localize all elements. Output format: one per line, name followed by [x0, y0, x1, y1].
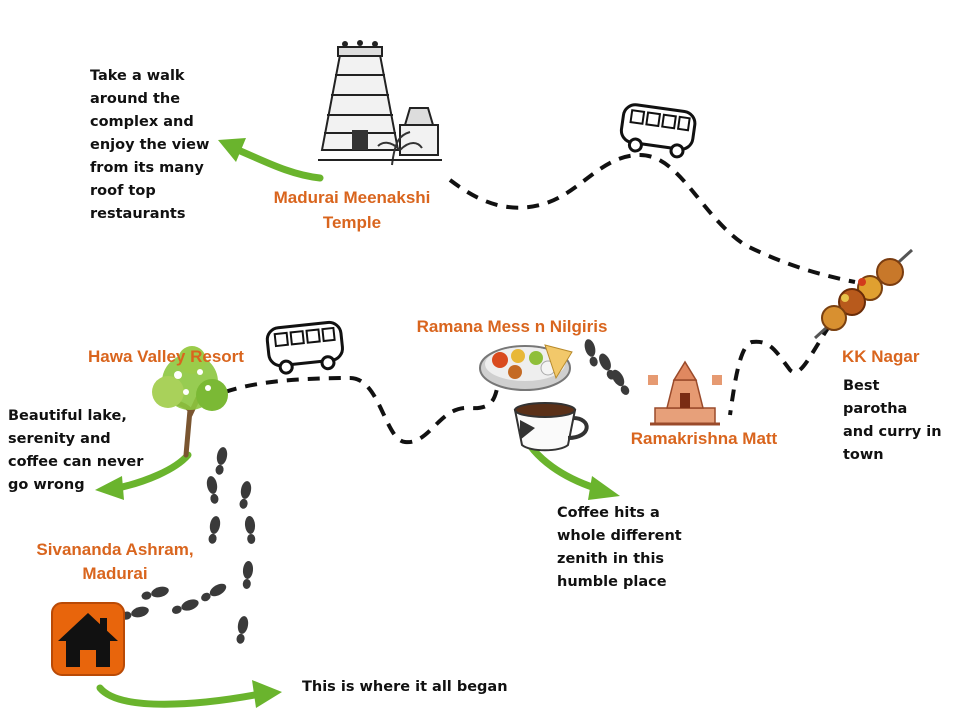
place-sivananda-2: Madurai: [82, 564, 147, 583]
place-temple-2: Temple: [323, 213, 381, 232]
note-line: serenity and: [8, 431, 111, 447]
notes: Take a walk around the complex and enjoy…: [8, 68, 942, 695]
arrow-hawa-note: [95, 451, 192, 500]
place-labels: Madurai Meenakshi Temple Hawa Valley Res…: [36, 188, 919, 583]
note-coffee: Coffee hits a whole different zenith in …: [557, 505, 682, 590]
thali-icon: [479, 344, 573, 391]
note-line: coffee can never: [8, 454, 144, 470]
place-hawa: Hawa Valley Resort: [88, 347, 244, 366]
place-kk: KK Nagar: [842, 347, 920, 366]
note-line: go wrong: [8, 477, 85, 493]
note-kk: Best parotha and curry in town: [843, 378, 942, 463]
note-line: humble place: [557, 574, 667, 590]
note-line: Best: [843, 378, 880, 394]
place-matt: Ramakrishna Matt: [631, 429, 778, 448]
note-line: enjoy the view: [90, 137, 209, 153]
arrow-temple-note: [218, 138, 324, 182]
place-temple: Madurai Meenakshi: [274, 188, 431, 207]
note-line: Beautiful lake,: [8, 408, 127, 424]
bus-icon-upper: [619, 103, 697, 159]
note-line: around the: [90, 91, 180, 107]
note-line: whole different: [557, 528, 682, 544]
note-line: Take a walk: [90, 68, 185, 84]
note-line: town: [843, 447, 884, 463]
note-home: This is where it all began: [302, 679, 508, 695]
arrow-home-note: [96, 680, 282, 708]
kebab-icon: [813, 248, 914, 340]
note-temple: Take a walk around the complex and enjoy…: [90, 68, 209, 222]
temple-matt-icon: [648, 360, 722, 426]
place-ramana: Ramana Mess n Nilgiris: [417, 317, 608, 336]
note-line: parotha: [843, 401, 907, 417]
note-line: roof top: [90, 183, 156, 199]
tree-icon: [152, 346, 228, 458]
temple-icon: [318, 40, 442, 166]
note-line: from its many: [90, 160, 204, 176]
note-hawa: Beautiful lake, serenity and coffee can …: [8, 408, 144, 493]
note-line: and curry in: [843, 424, 942, 440]
note-line: restaurants: [90, 206, 185, 222]
note-line: zenith in this: [557, 551, 664, 567]
journey-path-right: [728, 323, 832, 416]
note-line: Coffee hits a: [557, 505, 660, 521]
home-icon: [51, 602, 125, 676]
coffee-cup-icon: [513, 402, 589, 452]
place-sivananda: Sivananda Ashram,: [36, 540, 193, 559]
note-line: complex and: [90, 114, 194, 130]
journey-path-upper: [448, 152, 856, 284]
bus-icon-lower: [265, 320, 344, 375]
journey-path-middle: [224, 375, 500, 445]
